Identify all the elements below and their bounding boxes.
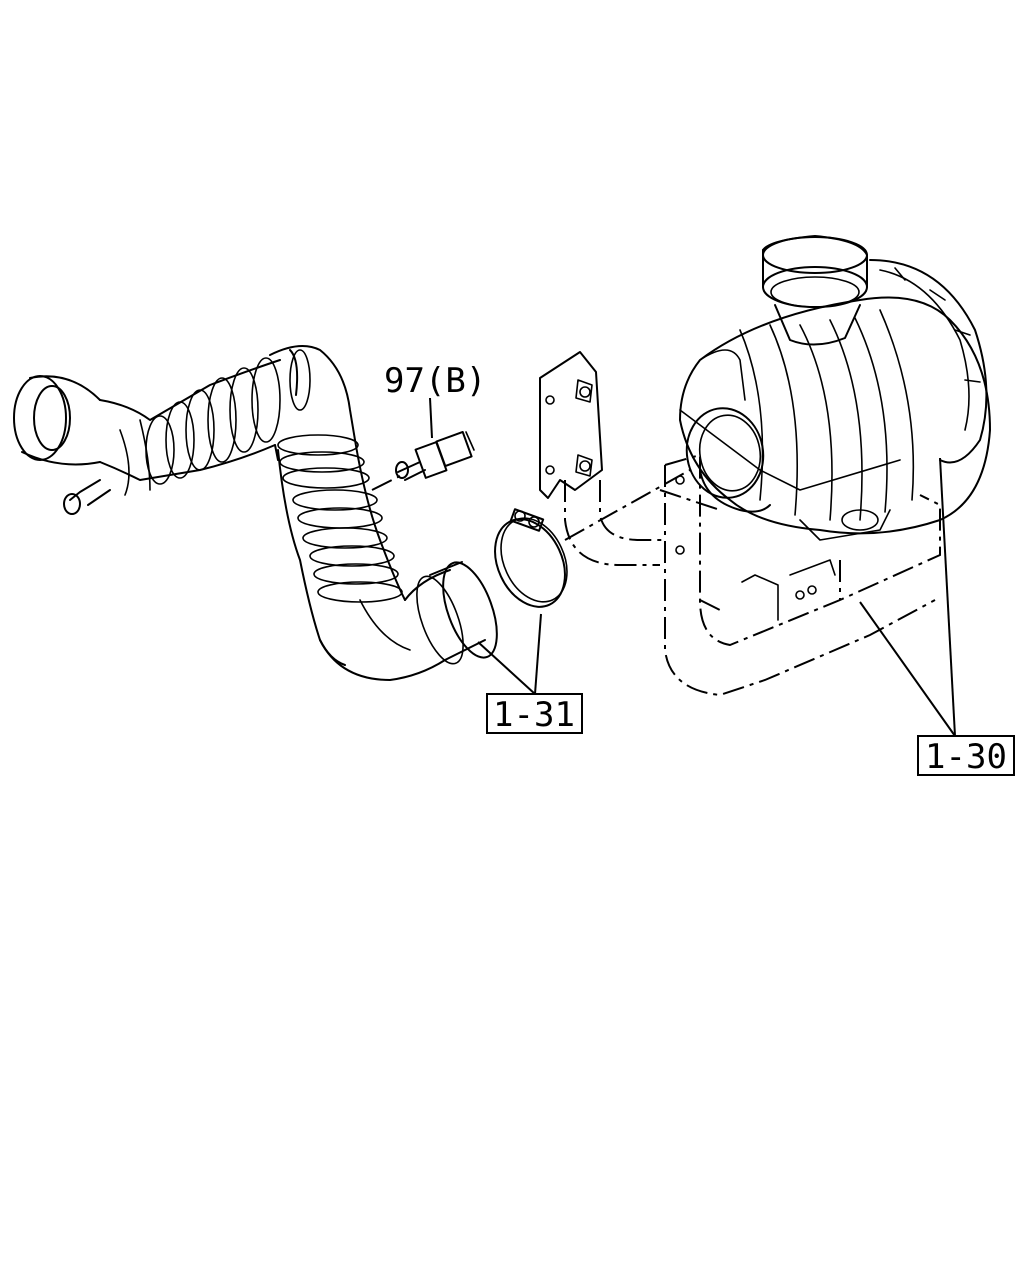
air-cleaner — [679, 235, 991, 541]
hose-callout-label: 1-31 — [493, 695, 575, 735]
sensor-label: 97(B) — [384, 361, 486, 401]
callout-1-30: 1-30 — [859, 457, 1015, 777]
mounting-tray — [664, 453, 941, 697]
callout-1-31: 1-31 — [477, 613, 583, 735]
mounting-bracket — [539, 351, 721, 566]
intake-hose — [13, 345, 498, 681]
cleaner-callout-label: 1-30 — [925, 737, 1007, 777]
sensor-part: 97(B) — [371, 361, 486, 491]
hose-clamp — [494, 508, 568, 608]
